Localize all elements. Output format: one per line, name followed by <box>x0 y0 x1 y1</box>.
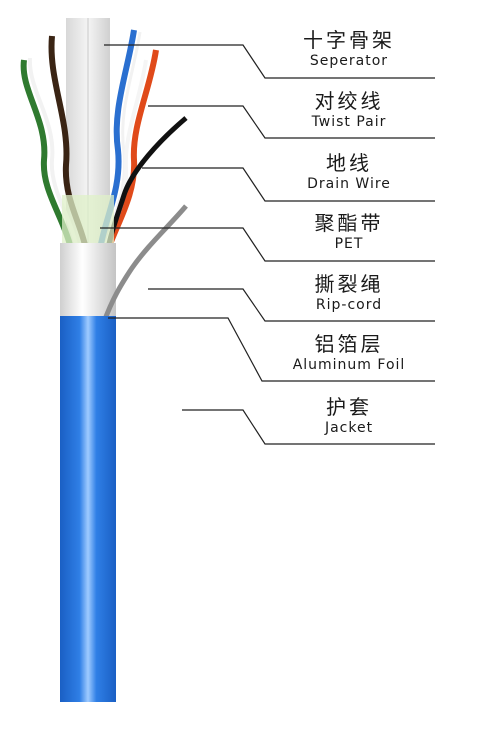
leader-line-twist-pair <box>148 105 435 139</box>
label-drain-wire: 地线 Drain Wire <box>269 151 429 193</box>
label-aluminum-foil-zh: 铝箔层 <box>314 332 384 356</box>
label-separator-zh: 十字骨架 <box>303 28 395 52</box>
label-jacket-en: Jacket <box>324 420 374 436</box>
leader-line-drain-wire <box>142 167 435 202</box>
label-jacket: 护套 Jacket <box>269 395 429 437</box>
label-separator-en: Seperator <box>309 53 389 69</box>
leader-line-separator <box>104 44 435 79</box>
aluminum-foil <box>60 243 116 318</box>
label-twist-pair: 对绞线 Twist Pair <box>269 89 429 131</box>
label-rip-cord-en: Rip-cord <box>315 297 383 313</box>
pet-tape <box>62 195 114 245</box>
leader-line-pet <box>100 227 435 262</box>
label-pet: 聚酯带 PET <box>269 211 429 253</box>
label-rip-cord-zh: 撕裂绳 <box>314 272 384 296</box>
rip-cord <box>101 204 188 323</box>
label-rip-cord: 撕裂绳 Rip-cord <box>269 272 429 314</box>
leader-line-aluminum-foil <box>108 317 435 382</box>
jacket <box>60 316 116 702</box>
label-twist-pair-en: Twist Pair <box>311 114 387 130</box>
label-twist-pair-zh: 对绞线 <box>314 89 384 113</box>
label-separator: 十字骨架 Seperator <box>269 28 429 70</box>
label-drain-wire-zh: 地线 <box>326 151 372 175</box>
pair-green-wire <box>20 59 73 246</box>
label-jacket-zh: 护套 <box>326 395 372 419</box>
leader-line-rip-cord <box>148 288 435 322</box>
pair-orange-wire <box>105 49 159 251</box>
label-pet-zh: 聚酯带 <box>314 211 384 235</box>
leader-line-jacket <box>182 409 435 445</box>
label-pet-en: PET <box>334 236 364 252</box>
label-drain-wire-en: Drain Wire <box>307 176 391 192</box>
label-aluminum-foil-en: Aluminum Foil <box>292 357 406 373</box>
label-aluminum-foil: 铝箔层 Aluminum Foil <box>269 332 429 374</box>
